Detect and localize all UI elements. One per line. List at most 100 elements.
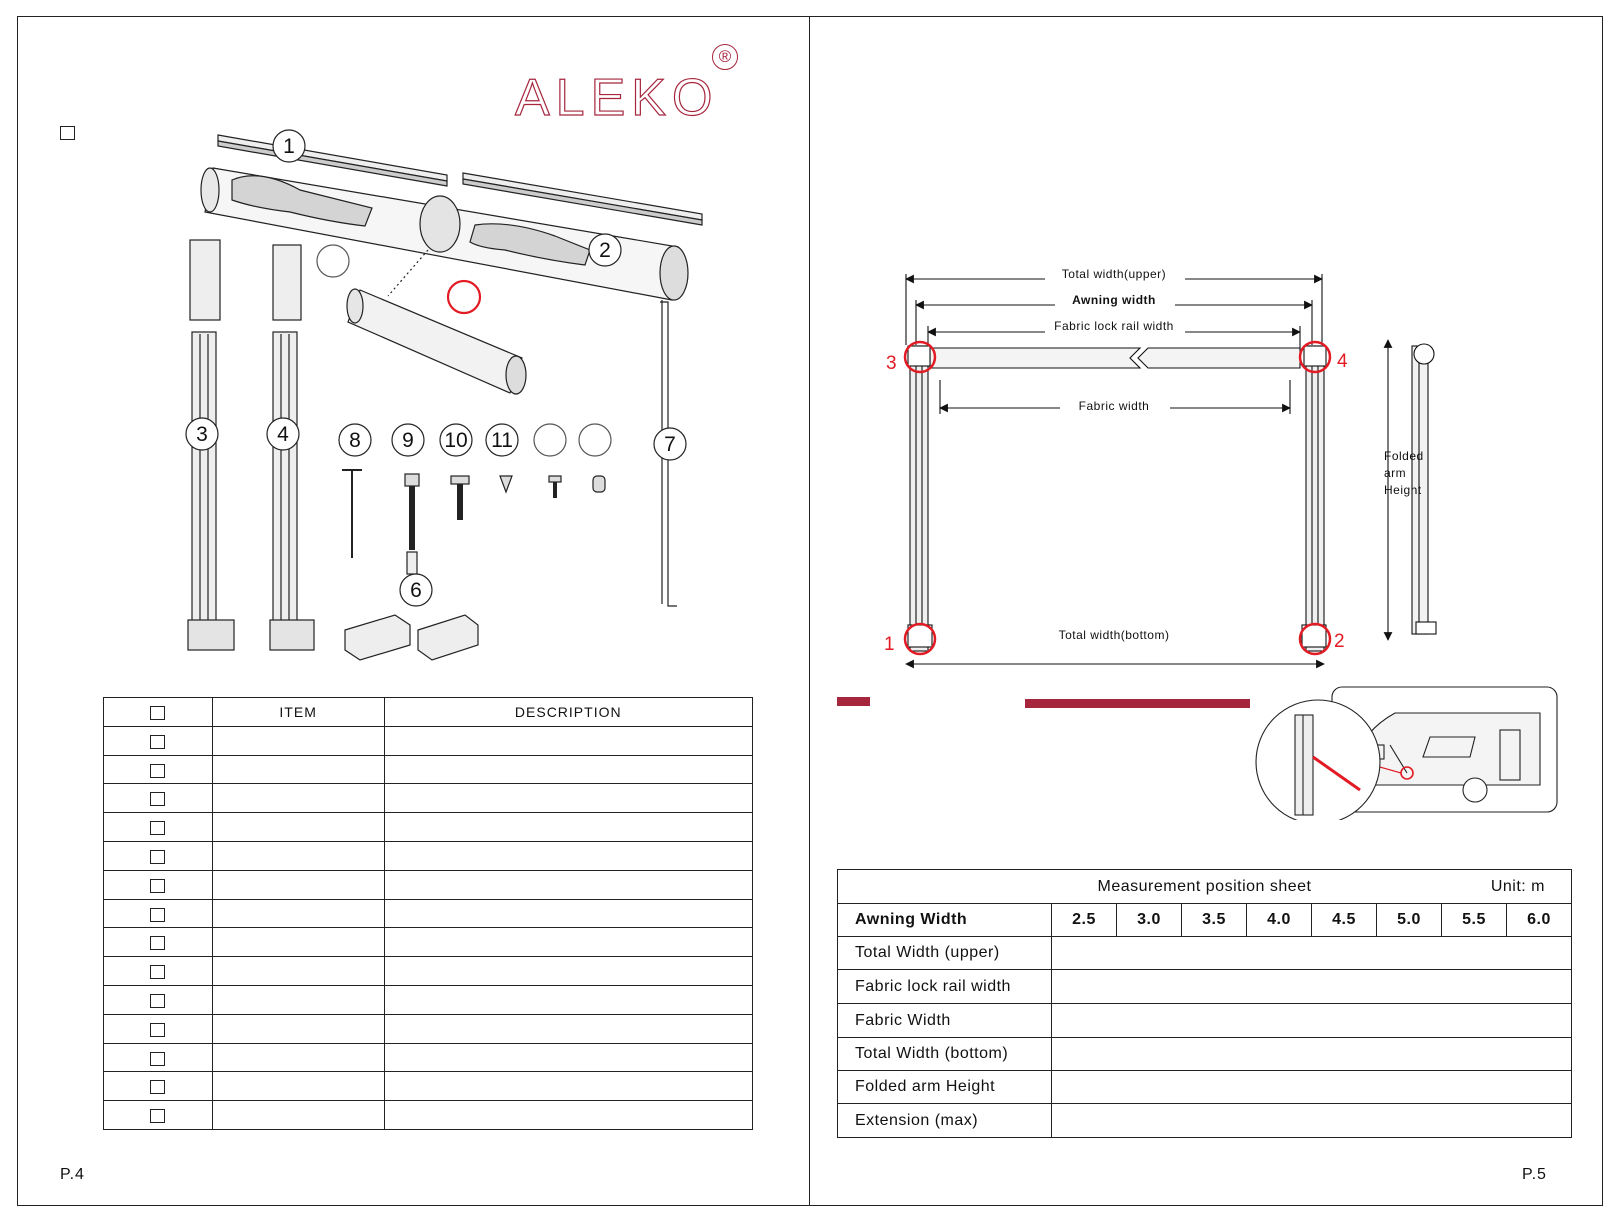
callout-11: 11 — [491, 429, 513, 452]
marker-label-3: 3 — [886, 353, 897, 374]
table-row — [103, 840, 754, 871]
table-row — [103, 869, 754, 900]
row-checkbox[interactable] — [150, 907, 166, 922]
blank-callout — [316, 244, 350, 278]
row-checkbox[interactable] — [150, 734, 166, 749]
row-label: Extension (max) — [837, 1103, 1052, 1138]
callout-1: 1 — [283, 135, 295, 158]
width-value: 4.5 — [1311, 903, 1377, 937]
width-value: 3.0 — [1116, 903, 1182, 937]
table-row — [103, 725, 754, 756]
label-total-width-bottom: Total width(bottom) — [1059, 628, 1170, 642]
callout-9: 9 — [402, 429, 414, 452]
table-row — [103, 927, 754, 958]
callout-2: 2 — [599, 239, 611, 262]
measurement-unit: Unit: m — [1490, 877, 1545, 895]
row-checkbox[interactable] — [150, 821, 166, 836]
width-value: 3.5 — [1181, 903, 1247, 937]
blank-callout — [533, 423, 567, 457]
label-folded-arm-height-line2: arm — [1384, 466, 1406, 480]
awning-dimension-diagram: 3 4 1 2 Total width(upper) Awning width … — [884, 266, 1437, 669]
table-row — [103, 1071, 754, 1102]
awning-width-row: Awning Width 2.5 3.0 3.5 4.0 4.5 5.0 5.5… — [837, 903, 1572, 937]
row-checkbox[interactable] — [150, 1051, 166, 1066]
row-checkbox[interactable] — [150, 850, 166, 865]
page-frame — [17, 16, 1603, 1206]
callout-3: 3 — [196, 423, 208, 446]
row-checkbox[interactable] — [150, 1080, 166, 1095]
label-total-width-upper: Total width(upper) — [1062, 267, 1166, 281]
label-fabric-lock-rail-width: Fabric lock rail width — [1054, 319, 1174, 333]
caravan-illustration — [1255, 686, 1558, 820]
row-checkbox[interactable] — [150, 994, 166, 1009]
blank-callout — [578, 423, 612, 457]
table-row — [103, 898, 754, 929]
parts-exploded-diagram: 1 2 3 4 6 7 8 9 10 11 — [185, 129, 703, 661]
table-row — [103, 1013, 754, 1044]
table-row: Fabric Width — [837, 1003, 1572, 1038]
table-row: Extension (max) — [837, 1103, 1572, 1138]
row-checkbox[interactable] — [150, 792, 166, 807]
label-awning-width: Awning width — [1072, 293, 1156, 307]
row-label: Folded arm Height — [837, 1070, 1052, 1104]
marker-circle-1 — [903, 622, 937, 656]
table-header-row: ITEM DESCRIPTION — [103, 697, 754, 727]
registered-mark: ® — [712, 44, 738, 70]
table-row — [103, 1042, 754, 1073]
width-value: 5.0 — [1376, 903, 1442, 937]
marker-circle-2 — [1298, 622, 1332, 656]
section-checkbox[interactable] — [60, 126, 75, 140]
callout-7: 7 — [664, 433, 676, 456]
header-item: ITEM — [211, 697, 385, 727]
header-description: DESCRIPTION — [383, 697, 754, 727]
callout-6: 6 — [410, 579, 422, 602]
measurement-position-sheet: Measurement position sheet Unit: m Awnin… — [837, 869, 1572, 1138]
row-checkbox[interactable] — [150, 1022, 166, 1037]
row-label: Total Width (upper) — [837, 936, 1052, 970]
measurement-sheet-title: Measurement position sheet — [1097, 877, 1312, 895]
table-row: Fabric lock rail width — [837, 969, 1572, 1004]
width-value: 4.0 — [1246, 903, 1312, 937]
table-row — [103, 812, 754, 842]
accent-bar-long — [1025, 699, 1250, 708]
table-row: Total Width (upper) — [837, 936, 1572, 970]
label-fabric-width: Fabric width — [1079, 399, 1150, 413]
callout-4: 4 — [277, 423, 289, 446]
marker-label-1: 1 — [884, 634, 895, 655]
table-row: Total Width (bottom) — [837, 1037, 1572, 1071]
parts-table: ITEM DESCRIPTION — [103, 697, 754, 1130]
row-label: Fabric lock rail width — [837, 969, 1052, 1004]
label-folded-arm-height-line3: Height — [1384, 483, 1422, 497]
page-number-left: P.4 — [60, 1166, 85, 1183]
page-divider — [809, 16, 810, 1206]
brand-logo: ALEKO — [514, 68, 719, 127]
row-label: Total Width (bottom) — [837, 1037, 1052, 1071]
table-row: Folded arm Height — [837, 1070, 1572, 1104]
accent-bar-short — [837, 697, 870, 706]
width-value: 5.5 — [1441, 903, 1507, 937]
row-checkbox[interactable] — [150, 763, 166, 778]
width-value: 2.5 — [1051, 903, 1117, 937]
marker-label-2: 2 — [1334, 631, 1345, 652]
table-row — [103, 754, 754, 785]
awning-width-label: Awning Width — [837, 903, 1052, 937]
table-row — [103, 956, 754, 986]
callout-8: 8 — [349, 429, 361, 452]
row-checkbox[interactable] — [150, 965, 166, 980]
table-row — [103, 1100, 754, 1130]
row-label: Fabric Width — [837, 1003, 1052, 1038]
page-number-right: P.5 — [1522, 1166, 1547, 1183]
row-checkbox[interactable] — [150, 936, 166, 951]
row-checkbox[interactable] — [150, 878, 166, 893]
row-checkbox[interactable] — [150, 1109, 166, 1124]
marker-label-4: 4 — [1337, 351, 1348, 372]
width-value: 6.0 — [1506, 903, 1572, 937]
red-marker-circle — [446, 279, 482, 315]
callout-10: 10 — [444, 429, 467, 452]
label-folded-arm-height-line1: Folded — [1384, 449, 1424, 463]
table-row — [103, 783, 754, 814]
marker-circle-3 — [903, 340, 937, 374]
table-row — [103, 984, 754, 1015]
table-checkbox[interactable] — [150, 706, 166, 721]
marker-circle-4 — [1298, 340, 1332, 374]
